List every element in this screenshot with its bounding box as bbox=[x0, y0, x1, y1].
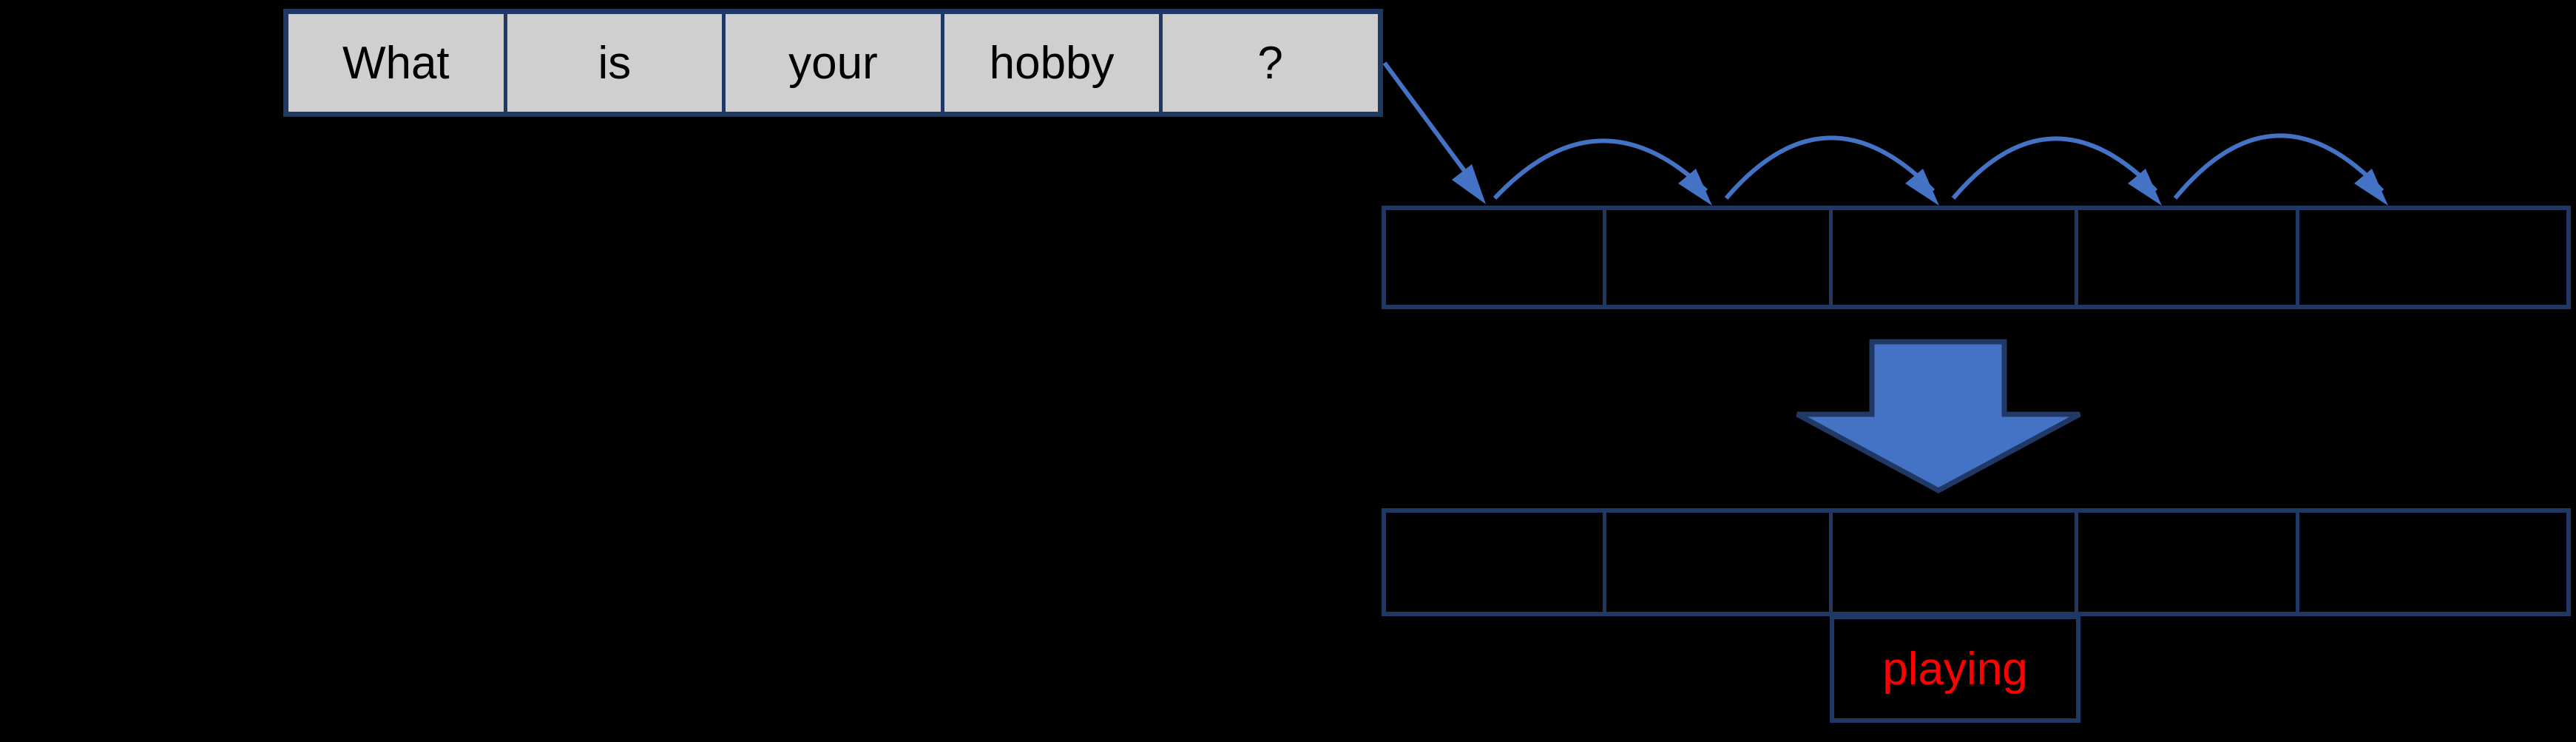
question-to-row-arrow-icon bbox=[1382, 61, 1486, 204]
question-cell-qmark: ? bbox=[1257, 37, 1283, 89]
encoder-slot-2 bbox=[1606, 210, 1833, 305]
decoder-slot-4 bbox=[2078, 513, 2300, 612]
question-cell-what: What bbox=[288, 14, 507, 112]
question-cell-hobby: hobby bbox=[944, 14, 1163, 112]
hop-arc-icon bbox=[1492, 138, 1712, 206]
encoder-slot-4 bbox=[2078, 210, 2300, 305]
decoder-slot-1 bbox=[1386, 513, 1607, 612]
output-word-label: playing bbox=[1882, 643, 2028, 695]
transform-down-arrow-icon bbox=[1796, 339, 2081, 493]
output-word-box: playing bbox=[1830, 615, 2080, 723]
hop-arc-icon bbox=[2173, 133, 2388, 206]
encoder-slot-3 bbox=[1833, 210, 2078, 305]
encoder-slot-5 bbox=[2299, 210, 2566, 305]
question-cell-your: your bbox=[726, 14, 944, 112]
encoder-slot-row bbox=[1382, 206, 2571, 309]
hop-arc-icon bbox=[1951, 136, 2162, 206]
decoder-slot-2 bbox=[1606, 513, 1833, 612]
question-cell-is: is bbox=[507, 14, 726, 112]
encoder-slot-1 bbox=[1386, 210, 1607, 305]
decoder-slot-3 bbox=[1833, 513, 2078, 612]
decoder-slot-5 bbox=[2299, 513, 2566, 612]
question-token-row: What is your hobby ? bbox=[283, 9, 1383, 117]
hop-arc-icon bbox=[1724, 135, 1939, 206]
decoder-slot-row bbox=[1382, 508, 2571, 616]
